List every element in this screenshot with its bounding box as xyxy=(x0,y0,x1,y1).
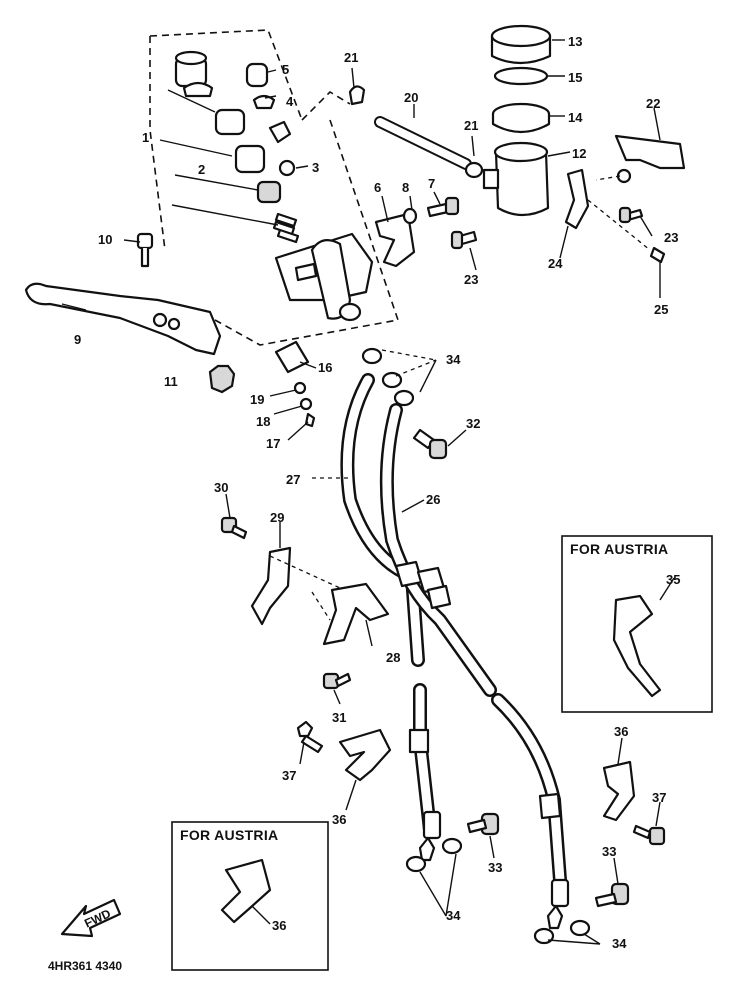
callout-8: 8 xyxy=(402,180,409,195)
austria-bracket-35 xyxy=(612,594,662,698)
assembly-outline-tab xyxy=(301,90,351,121)
callout-37-left: 37 xyxy=(282,768,296,783)
banjo-washers-lower xyxy=(405,837,591,945)
callout-29: 29 xyxy=(270,510,284,525)
callout-12: 12 xyxy=(572,146,586,161)
piston-seal-parts xyxy=(245,62,296,177)
hose-clamp-36-right xyxy=(602,760,636,822)
callout-36-center: 36 xyxy=(332,812,346,827)
fwd-arrow-label: FWD xyxy=(82,906,113,930)
callout-4: 4 xyxy=(286,94,294,109)
austria-label-bottom: FOR AUSTRIA xyxy=(180,827,278,843)
callout-21-right: 21 xyxy=(464,118,478,133)
callout-26: 26 xyxy=(426,492,440,507)
austria-clamp-36 xyxy=(220,858,272,924)
callout-36-austria: 36 xyxy=(272,918,286,933)
callout-7: 7 xyxy=(428,176,435,191)
callout-11: 11 xyxy=(164,374,178,389)
callout-33-left: 33 xyxy=(488,860,502,875)
callout-34-lower-left: 34 xyxy=(446,908,461,923)
callout-36-right: 36 xyxy=(614,724,628,739)
bolt-31 xyxy=(322,672,352,690)
handlebar-clamp xyxy=(374,196,460,268)
callout-23-left: 23 xyxy=(464,272,478,287)
reservoir-hose xyxy=(374,116,472,170)
callout-23-right: 23 xyxy=(664,230,678,245)
callout-labels: 13 15 14 12 5 4 3 1 2 21 20 21 22 23 23 … xyxy=(74,34,680,951)
callout-2: 2 xyxy=(198,162,205,177)
callout-33-right: 33 xyxy=(602,844,616,859)
callout-1: 1 xyxy=(142,130,149,145)
reservoir-bracket-22 xyxy=(614,134,686,184)
master-cylinder-body xyxy=(274,232,374,322)
callout-21-left: 21 xyxy=(344,50,358,65)
callout-27: 27 xyxy=(286,472,300,487)
reservoir-diaphragm-parts xyxy=(491,66,551,134)
brake-hose-26 xyxy=(379,403,570,930)
callout-25: 25 xyxy=(654,302,668,317)
lever-nut xyxy=(208,364,236,394)
hose-clips xyxy=(348,85,484,179)
callout-20: 20 xyxy=(404,90,418,105)
callout-34-upper: 34 xyxy=(446,352,461,367)
reservoir-bracket-24 xyxy=(564,168,590,230)
assembly-outline xyxy=(149,29,400,346)
callout-10: 10 xyxy=(98,232,112,247)
reservoir-cap xyxy=(490,24,552,65)
piston-kit xyxy=(159,50,300,244)
banjo-washers-upper xyxy=(361,347,415,407)
callout-9: 9 xyxy=(74,332,81,347)
austria-box-bottom xyxy=(171,821,329,971)
callout-19: 19 xyxy=(250,392,264,407)
hose-guide-29 xyxy=(250,546,292,626)
leader-lines xyxy=(61,39,675,945)
callout-32: 32 xyxy=(466,416,480,431)
callout-24: 24 xyxy=(548,256,563,271)
banjo-bolt-32 xyxy=(412,428,448,460)
bracket-bolts xyxy=(450,206,666,264)
bolt-30 xyxy=(220,516,248,540)
callout-34-lower-right: 34 xyxy=(612,936,627,951)
banjo-bolt-33-left xyxy=(466,812,500,836)
hose-clamp-36-center xyxy=(338,728,392,782)
callout-31: 31 xyxy=(332,710,346,725)
drawing-code: 4HR361 4340 xyxy=(48,959,122,973)
hose-joint-sleeves xyxy=(394,560,562,820)
brake-switch xyxy=(274,340,316,428)
callout-14: 14 xyxy=(568,110,583,125)
callout-13: 13 xyxy=(568,34,582,49)
brake-lever xyxy=(24,282,222,356)
fwd-arrow: FWD xyxy=(60,898,122,938)
hose-guide-28 xyxy=(322,582,390,646)
callout-16: 16 xyxy=(318,360,332,375)
callout-22: 22 xyxy=(646,96,660,111)
callout-5: 5 xyxy=(282,62,289,77)
reservoir-tank xyxy=(482,141,550,217)
bolt-37-left xyxy=(296,720,324,754)
callout-6: 6 xyxy=(374,180,381,195)
austria-box-right xyxy=(561,535,713,713)
callout-28: 28 xyxy=(386,650,400,665)
austria-label-right: FOR AUSTRIA xyxy=(570,541,668,557)
callout-37-right: 37 xyxy=(652,790,666,805)
callout-35: 35 xyxy=(666,572,680,587)
callout-30: 30 xyxy=(214,480,228,495)
banjo-bolt-33-right xyxy=(594,882,630,908)
callout-15: 15 xyxy=(568,70,582,85)
callout-3: 3 xyxy=(312,160,319,175)
lever-pivot-bolt xyxy=(136,232,154,268)
bolt-37-right xyxy=(632,824,666,846)
callout-17: 17 xyxy=(266,436,280,451)
callout-18: 18 xyxy=(256,414,270,429)
